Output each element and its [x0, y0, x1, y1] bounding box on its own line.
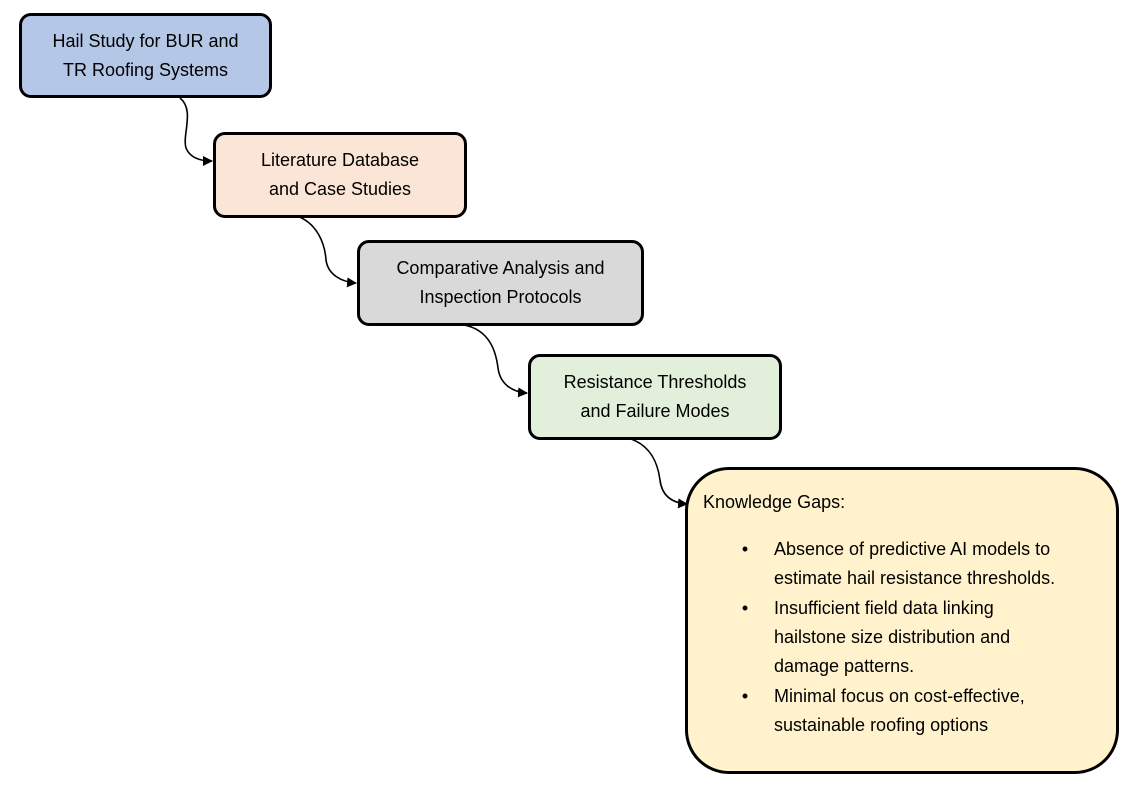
connector-arrow-3 — [463, 324, 528, 398]
bullet-icon: • — [741, 539, 749, 559]
list-item-line: estimate hail resistance thresholds. — [774, 568, 1056, 588]
knowledge-gaps-list: • Absence of predictive AI models to est… — [688, 535, 1055, 741]
node-hail-study-line-2: TR Roofing Systems — [62, 59, 229, 80]
node-hail-study-line-1: Hail Study for BUR and — [52, 30, 239, 51]
node-comparative-analysis-line-1: Comparative Analysis and — [396, 258, 605, 278]
list-item-line: Minimal focus on cost-effective, — [774, 686, 1025, 706]
node-comparative-analysis: Comparative Analysis and Inspection Prot… — [357, 240, 644, 326]
node-resistance-thresholds-line-1: Resistance Thresholds — [563, 372, 747, 392]
node-resistance-thresholds: Resistance Thresholds and Failure Modes — [528, 354, 782, 440]
knowledge-gaps-title: Knowledge Gaps: — [703, 492, 846, 512]
list-item: • Minimal focus on cost-effective, susta… — [688, 682, 1055, 740]
connector-arrow-2 — [293, 214, 357, 288]
node-resistance-thresholds-line-2: and Failure Modes — [580, 401, 730, 421]
list-item-line: hailstone size distribution and — [774, 627, 1011, 647]
list-item-line: damage patterns. — [774, 656, 915, 676]
list-item-line: sustainable roofing options — [774, 715, 989, 735]
node-literature-database-line-1: Literature Database — [260, 150, 420, 170]
node-literature-database-line-2: and Case Studies — [268, 179, 412, 199]
node-literature-database: Literature Database and Case Studies — [213, 132, 467, 218]
knowledge-gaps-box: Knowledge Gaps: • Absence of predictive … — [685, 467, 1119, 774]
connector-arrow-1 — [179, 97, 213, 166]
list-item: • Absence of predictive AI models to est… — [688, 535, 1055, 593]
list-item-line: Absence of predictive AI models to — [774, 539, 1051, 559]
node-hail-study: Hail Study for BUR and TR Roofing System… — [19, 13, 272, 98]
connector-arrow-4 — [627, 437, 688, 509]
list-item-line: Insufficient field data linking — [774, 598, 994, 618]
bullet-icon: • — [741, 686, 749, 706]
node-comparative-analysis-line-2: Inspection Protocols — [419, 287, 582, 307]
bullet-icon: • — [741, 598, 749, 618]
list-item: • Insufficient field data linking hailst… — [688, 594, 1055, 681]
